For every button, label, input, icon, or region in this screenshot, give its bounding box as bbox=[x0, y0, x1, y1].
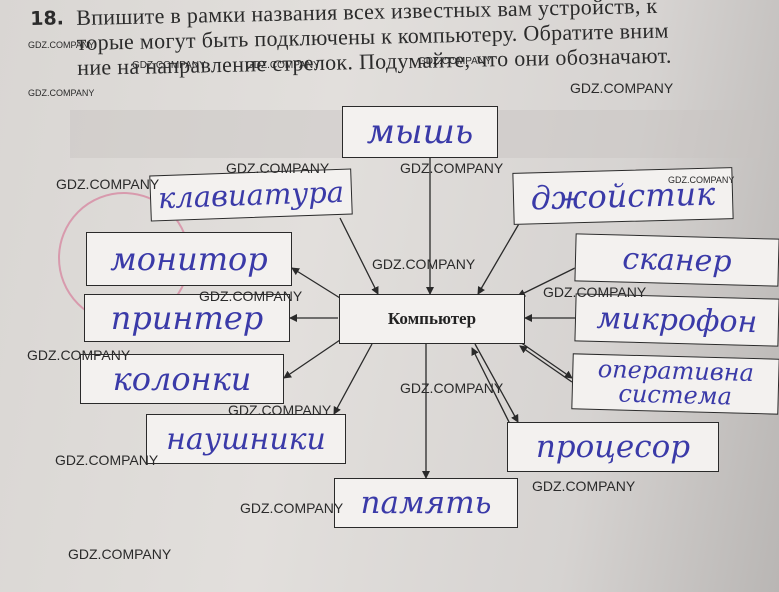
watermark: GDZ.COMPANY bbox=[226, 160, 330, 176]
device-text-speakers: колонки bbox=[112, 360, 252, 398]
watermark: GDZ.COMPANY bbox=[56, 176, 160, 192]
arrow-joystick bbox=[477, 221, 521, 295]
arrow-headphones bbox=[333, 343, 373, 415]
arrow-scanner bbox=[517, 267, 576, 297]
watermark: GDZ.COMPANY bbox=[400, 160, 504, 176]
arrow-speakers bbox=[283, 339, 341, 379]
arrow-processor-1 bbox=[474, 343, 519, 423]
watermark: GDZ.COMPANY bbox=[68, 546, 172, 562]
watermark: GDZ.COMPANY bbox=[28, 88, 95, 98]
computer-box: Компьютер bbox=[339, 294, 525, 344]
device-box-printer: принтер bbox=[84, 294, 290, 342]
device-text-headphones: наушники bbox=[166, 421, 326, 457]
device-text-memory: память bbox=[360, 485, 492, 521]
arrow-processor-2 bbox=[471, 347, 511, 425]
device-box-keyboard: клавиатура bbox=[149, 168, 353, 222]
watermark: GDZ.COMPANY bbox=[532, 478, 636, 494]
arrow-keyboard bbox=[339, 217, 379, 295]
device-box-processor: процесор bbox=[507, 422, 719, 472]
device-box-speakers: колонки bbox=[80, 354, 284, 404]
watermark: GDZ.COMPANY bbox=[668, 175, 735, 185]
device-text-scanner: сканер bbox=[621, 241, 733, 279]
device-box-memory: память bbox=[334, 478, 518, 528]
watermark: GDZ.COMPANY bbox=[418, 56, 492, 67]
watermark: GDZ.COMPANY bbox=[27, 347, 131, 363]
device-box-headphones: наушники bbox=[146, 414, 346, 464]
watermark: GDZ.COMPANY bbox=[543, 284, 647, 300]
watermark: GDZ.COMPANY bbox=[400, 380, 504, 396]
device-text-processor: процесор bbox=[535, 429, 691, 465]
device-text-monitor: монитор bbox=[110, 240, 268, 278]
watermark: GDZ.COMPANY bbox=[372, 256, 476, 272]
device-text-keyboard: клавиатура bbox=[157, 174, 345, 216]
device-text-microphone: микрофон bbox=[596, 300, 758, 340]
device-box-monitor: монитор bbox=[86, 232, 292, 286]
watermark: GDZ.COMPANY bbox=[55, 452, 159, 468]
arrow-monitor bbox=[291, 267, 341, 299]
arrow-os-1 bbox=[519, 341, 573, 379]
device-box-scanner: сканер bbox=[574, 233, 779, 287]
device-text-printer: принтер bbox=[110, 299, 264, 337]
device-text-mouse: мышь bbox=[366, 112, 474, 152]
computer-label: Компьютер bbox=[387, 309, 477, 328]
watermark: GDZ.COMPANY bbox=[132, 60, 206, 71]
device-box-microphone: микрофон bbox=[574, 293, 779, 347]
watermark: GDZ.COMPANY bbox=[228, 402, 332, 418]
arrow-os-2 bbox=[519, 345, 573, 383]
watermark: GDZ.COMPANY bbox=[28, 40, 95, 50]
device-box-os: оперативна система bbox=[571, 353, 779, 415]
watermark: GDZ.COMPANY bbox=[570, 80, 674, 96]
watermark: GDZ.COMPANY bbox=[246, 60, 320, 71]
device-box-mouse: мышь bbox=[342, 106, 498, 158]
watermark: GDZ.COMPANY bbox=[199, 288, 303, 304]
watermark: GDZ.COMPANY bbox=[240, 500, 344, 516]
